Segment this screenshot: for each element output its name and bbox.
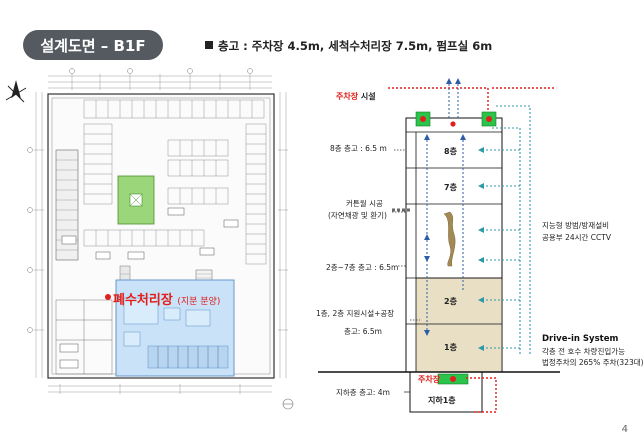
height-8-label: 8층 층고 : 6.5 m <box>330 144 387 153</box>
ramp-top-marker-icon <box>450 121 456 127</box>
circulation-arrowheads <box>424 78 466 336</box>
parking-facility-label: 주차장 시설 <box>336 91 376 102</box>
rooftop-right-marker-icon <box>486 116 492 122</box>
cctv-lines <box>482 127 521 356</box>
floor-7-label: 7층 <box>444 183 457 192</box>
cctv-arrowheads <box>478 147 484 351</box>
drivein-line-2: 법정주차의 265% 주차(323대) <box>542 358 644 367</box>
stair-core <box>55 149 79 261</box>
curtain-wall-label-1: 커튼월 시공 <box>346 199 383 208</box>
parking-stalls <box>83 99 267 265</box>
parking-label-suffix: 시설 <box>358 92 376 101</box>
cctv-label-2: 공용부 24시간 CCTV <box>542 233 611 242</box>
drivein-line-1: 각층 전 호수 차량진입가능 <box>542 347 626 356</box>
subtitle-text: 층고 : 주차장 4.5m, 세척수처리장 7.5m, 펌프실 6m <box>218 39 493 53</box>
floor-plan <box>5 68 294 410</box>
rooftop-left-marker-icon <box>420 116 426 122</box>
floor-b1-label: 지하1층 <box>428 396 456 405</box>
floor-1-label: 1층 <box>444 343 457 352</box>
dimension-lines-top <box>48 74 272 90</box>
height-2-7-label: 2층~7층 층고 : 6.5m <box>326 263 399 272</box>
curtain-wall-label-2: (자연채광 및 환기) <box>328 211 387 220</box>
height-1-2-value: 층고: 6.5m <box>344 327 382 336</box>
room-boxes <box>59 207 239 369</box>
parking-access-line <box>388 87 556 413</box>
height-b1-label: 지하층 층고: 4m <box>336 388 390 397</box>
vertical-circulation <box>426 80 464 330</box>
page-subtitle: 층고 : 주차장 4.5m, 세척수처리장 7.5m, 펌프실 6m <box>205 38 492 54</box>
cctv-label-1: 지능형 방범/방재설비 <box>542 221 610 230</box>
grid-bubbles <box>27 68 253 333</box>
dimension-lines-bottom <box>48 384 272 394</box>
north-arrow-icon <box>5 80 27 103</box>
height-leader-lines <box>392 149 420 321</box>
lower-floors-fill <box>415 277 503 373</box>
floor-lines <box>406 131 502 325</box>
parking-label-prefix: 주차장 <box>336 92 359 101</box>
floor-2-label: 2층 <box>444 297 457 306</box>
height-1-2-label: 1층, 2층 지원시설+공장 <box>316 309 395 318</box>
basement-parking-marker-icon <box>450 376 456 382</box>
drivein-title: Drive-in System <box>542 334 619 344</box>
wastewater-callout-note: (지분 분양) <box>177 297 221 307</box>
wastewater-callout: 폐수처리장 (지분 분양) <box>113 289 220 308</box>
page-title: 설계도면 – B1F <box>23 30 163 60</box>
basement-parking-label: 주차장 <box>418 375 441 384</box>
section-marker-icon <box>282 398 294 410</box>
building-section <box>318 78 560 413</box>
bullet-square-icon <box>205 41 213 49</box>
cctv-outer-line <box>496 105 531 356</box>
dimension-lines-sides <box>34 92 288 378</box>
floor-8-label: 8층 <box>444 147 457 156</box>
ramp-spiral <box>443 211 456 267</box>
page-number: 4 <box>621 424 628 435</box>
wastewater-marker-icon <box>105 294 111 300</box>
wastewater-callout-text: 폐수처리장 <box>113 293 173 308</box>
